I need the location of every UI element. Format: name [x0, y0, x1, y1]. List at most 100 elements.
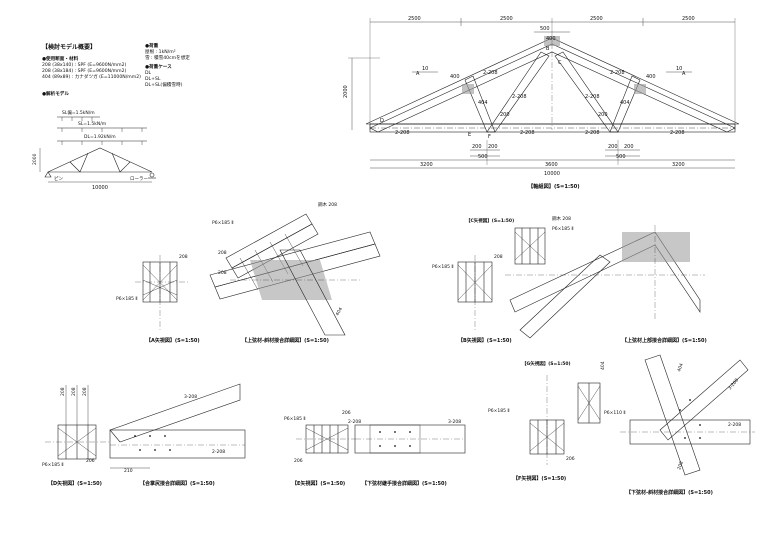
detail-d-member: 206 [86, 458, 95, 464]
detail-c-steel: 鋼木 208 [552, 215, 571, 222]
elevation-height: 2000 [343, 85, 349, 98]
top-dim-1: 2500 [408, 16, 421, 22]
detail-e-label-3: 2-208 [348, 419, 361, 425]
lower-diag-caption: 【下弦材-斜材接合詳細図】(S=1:50) [626, 489, 713, 496]
top-dim-4: 2500 [682, 16, 695, 22]
detail-g-label-1: 206 [566, 456, 575, 462]
member-label-1: 2-208 [483, 70, 498, 76]
section-mark-f: F [488, 134, 491, 140]
small-dim-3: 500 [478, 154, 488, 160]
top-dim-3: 2500 [590, 16, 603, 22]
analysis-model [39, 116, 156, 183]
detail-d-pin: P6×185 Ⅱ [42, 462, 64, 468]
bottom-dim-1: 3200 [420, 162, 433, 168]
material-3: 404 (89x89) : カナダツガ (E=11000N/mm2) [42, 75, 141, 80]
detail-c-view [514, 227, 546, 265]
chord-diag-steel: 鋼木 208 [318, 201, 337, 208]
member-label-6: 2-208 [670, 130, 685, 136]
lower-diag-label-4: 404 [676, 362, 685, 372]
side-label-4: 404 [620, 100, 630, 106]
slope-right: 10 [676, 66, 682, 72]
material-1: 208 (38x140) : SPF (E=9600N/mm2) [42, 63, 127, 68]
detail-a-view [135, 255, 190, 330]
detail-chord-diagonal [209, 213, 381, 336]
heel-label-3: 210 [124, 468, 133, 474]
detail-a-member: 208 [179, 254, 188, 260]
chord-diag-member: 404 [335, 306, 345, 317]
detail-e-caption: 【E矢視図】(S=1:50) [292, 480, 345, 487]
materials-heading: ●使用断面・材料 [42, 57, 79, 62]
detail-e-pin: P6×185 Ⅱ [284, 416, 306, 422]
case-1: DL [145, 71, 152, 76]
center-dim-500: 500 [540, 26, 550, 32]
heel-label-2: 2-208 [212, 449, 225, 455]
small-dim-5: 200 [624, 144, 634, 150]
detail-c-pin: P6×185 Ⅱ [552, 226, 574, 232]
detail-d-label-2: 208 [71, 387, 77, 396]
lower-diag-label-3: 3-208 [727, 377, 740, 391]
member-label-3: 2-208 [395, 130, 410, 136]
member-label-4: 2-208 [520, 130, 535, 136]
top-dim-2: 2500 [500, 16, 513, 22]
detail-b-pin: P6×185 Ⅱ [432, 264, 454, 270]
roller-support-label: ローラー [130, 176, 148, 182]
detail-f-caption: 【F矢視図】(S=1:50) [513, 475, 566, 482]
detail-g-label-2: 404 [600, 361, 606, 370]
member-label-2: 2-208 [610, 70, 625, 76]
load-1: 屋根 : 1kN/m² [145, 50, 176, 55]
load-notes: ●荷重 屋根 : 1kN/m² 雪 : 積雪40cmを想定 ●荷重ケース DL … [145, 44, 255, 89]
member-label-8: 2-208 [585, 94, 600, 100]
detail-d-caption: 【D矢視図】(S=1:50) [48, 480, 102, 487]
section-mark-d: D [380, 118, 384, 124]
center-dim-400: 400 [546, 36, 556, 42]
detail-g-title: 【G矢視図】(S=1:50) [522, 360, 571, 367]
chord-diag-label-2: 208 [218, 270, 227, 276]
load-2: 雪 : 積雪40cmを想定 [145, 56, 190, 61]
section-mark-e: E [468, 132, 471, 138]
analysis-heading: ●解析モデル [42, 92, 69, 97]
side-label-2: 400 [646, 74, 656, 80]
slope-left: 10 [422, 66, 428, 72]
bottom-dim-3: 3200 [672, 162, 685, 168]
detail-d-label-3: 208 [82, 387, 88, 396]
detail-d-view [45, 385, 110, 460]
case-3: DL+SL(偏積雪時) [145, 83, 183, 88]
side-label-3: 404 [478, 100, 488, 106]
material-2: 208 (38x184) : SPF (E=9600N/mm2) [42, 69, 127, 74]
detail-a-caption: 【A矢視図】(S=1:50) [146, 337, 200, 344]
sl-uneven-label: SL偏=1.5kN/m [62, 109, 95, 116]
detail-b-member: 208 [494, 254, 503, 260]
sl-label: SL=1.5kN/m [78, 121, 106, 127]
small-dim-4: 200 [608, 144, 618, 150]
detail-e-view [296, 424, 466, 454]
truss-elevation [348, 18, 740, 169]
detail-g-pin: P6×185 Ⅱ [488, 408, 510, 414]
dl-label: DL=1.92kN/m [84, 134, 116, 140]
heel-label-1: 3-208 [184, 394, 197, 400]
detail-apex [505, 225, 705, 339]
model-summary: 【検討モデル概要】 ●使用断面・材料 208 (38x140) : SPF (E… [42, 42, 222, 102]
small-dim-2: 200 [488, 144, 498, 150]
detail-d-label-1: 208 [60, 387, 66, 396]
small-dim-6: 500 [616, 154, 626, 160]
side-label-6: 200 [598, 112, 608, 118]
bottom-dim-2: 3600 [545, 162, 558, 168]
elevation-total: 10000 [544, 171, 560, 177]
detail-b-view [457, 255, 493, 330]
member-label-7: 2-208 [512, 94, 527, 100]
detail-e-label-4: 3-208 [448, 419, 461, 425]
case-2: DL+SL [145, 77, 161, 82]
detail-lower-diagonal [620, 354, 755, 476]
detail-g-pin2: P6×110 Ⅱ [604, 410, 626, 416]
chord-diag-caption: 【上弦材-斜材接合詳細図】(S=1:50) [242, 337, 329, 344]
splice-caption: 【下弦材継手接合詳細図】(S=1:50) [362, 480, 447, 487]
detail-a-pin: P6×185 Ⅱ [116, 296, 138, 302]
detail-apex-caption: 【上弦材上部接合詳細図】(S=1:50) [622, 337, 707, 344]
pin-support-label: ピン [54, 176, 63, 182]
section-mark-a2: A [682, 71, 686, 77]
detail-e-label-1: 206 [342, 410, 351, 416]
section-mark-a1: A [416, 71, 420, 77]
small-dim-1: 200 [472, 144, 482, 150]
model-summary-title: 【検討モデル概要】 [42, 44, 97, 51]
